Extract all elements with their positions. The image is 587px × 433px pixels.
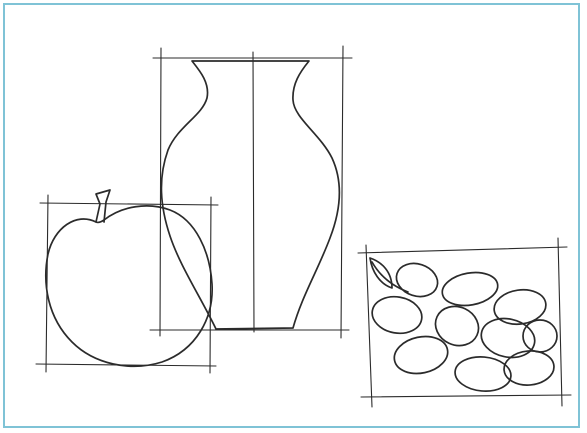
vase-construction-lines <box>149 45 353 339</box>
grape <box>434 305 480 347</box>
apple-drawing <box>35 189 219 374</box>
grape <box>395 262 439 298</box>
apple-stem <box>95 189 111 223</box>
grape <box>441 271 499 307</box>
grape <box>371 295 423 335</box>
grape <box>522 319 558 353</box>
grape <box>480 317 536 359</box>
grapes-drawing <box>357 237 572 408</box>
apple-outline <box>45 205 213 368</box>
grape-berries <box>371 262 558 392</box>
apple-construction-lines <box>35 194 219 374</box>
vase-outline <box>160 60 341 330</box>
grapes-construction-lines <box>357 237 572 408</box>
grape <box>393 335 449 375</box>
grape-leaf <box>369 257 393 289</box>
grape <box>454 356 512 392</box>
vase-drawing <box>149 45 353 339</box>
grape <box>503 350 555 386</box>
